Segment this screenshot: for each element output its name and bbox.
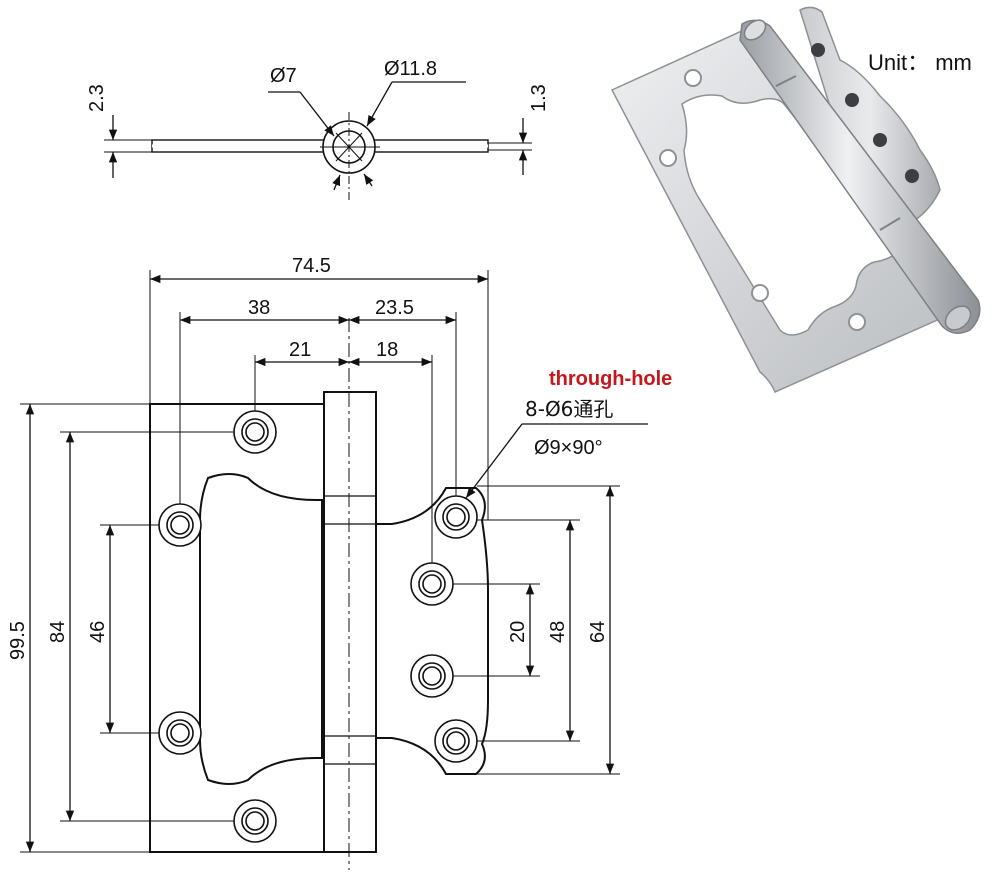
hole-left-bottom [233, 799, 277, 843]
dim-left-outer-spacing: 84 [47, 621, 69, 643]
dim-left-inner-spacing: 46 [87, 621, 109, 643]
countersink-spec: Ø9×90° [534, 437, 603, 459]
dim-overall-height: 99.5 [7, 621, 29, 660]
hole-left-upper [158, 503, 202, 547]
hinge-product-photo [610, 6, 981, 393]
left-leaf [149, 403, 325, 853]
hole-left-top [233, 410, 277, 454]
knuckle [323, 391, 377, 853]
hole-left-lower [158, 711, 202, 755]
dim-right-outer-spacing: 64 [587, 621, 609, 643]
dim-overall-width: 74.5 [292, 255, 331, 277]
dim-right-inner-spacing: 20 [507, 621, 529, 643]
dim-right-hole-offset: 23.5 [375, 297, 414, 319]
thickness-right-label: 1.3 [528, 84, 550, 112]
hole-right-lower [410, 654, 454, 698]
pin-diameter-label: Ø7 [270, 65, 297, 87]
dim-right-mid-spacing: 48 [547, 621, 569, 643]
photo-cutout [681, 94, 902, 336]
through-hole-label: through-hole [549, 368, 672, 390]
side-view: Ø7 Ø11.8 2.3 1.3 [86, 58, 550, 200]
photo-back-leaf [799, 6, 941, 237]
front-view: 74.5 38 23.5 21 18 99.5 84 46 [7, 255, 672, 870]
hole-right-upper [410, 562, 454, 606]
thickness-left-label: 2.3 [86, 84, 108, 112]
hole-right-bottom [434, 719, 478, 763]
hole-right-top [434, 495, 478, 539]
dim-left-hole-offset: 38 [248, 297, 270, 319]
dim-right-inner-offset: 18 [376, 339, 398, 361]
knuckle-diameter-label: Ø11.8 [384, 58, 437, 80]
unit-label: Unit： mm [868, 50, 972, 75]
right-leaf [375, 487, 489, 775]
dim-left-inner-offset: 21 [289, 339, 311, 361]
hole-count-spec: 8-Ø6通孔 [525, 397, 613, 421]
